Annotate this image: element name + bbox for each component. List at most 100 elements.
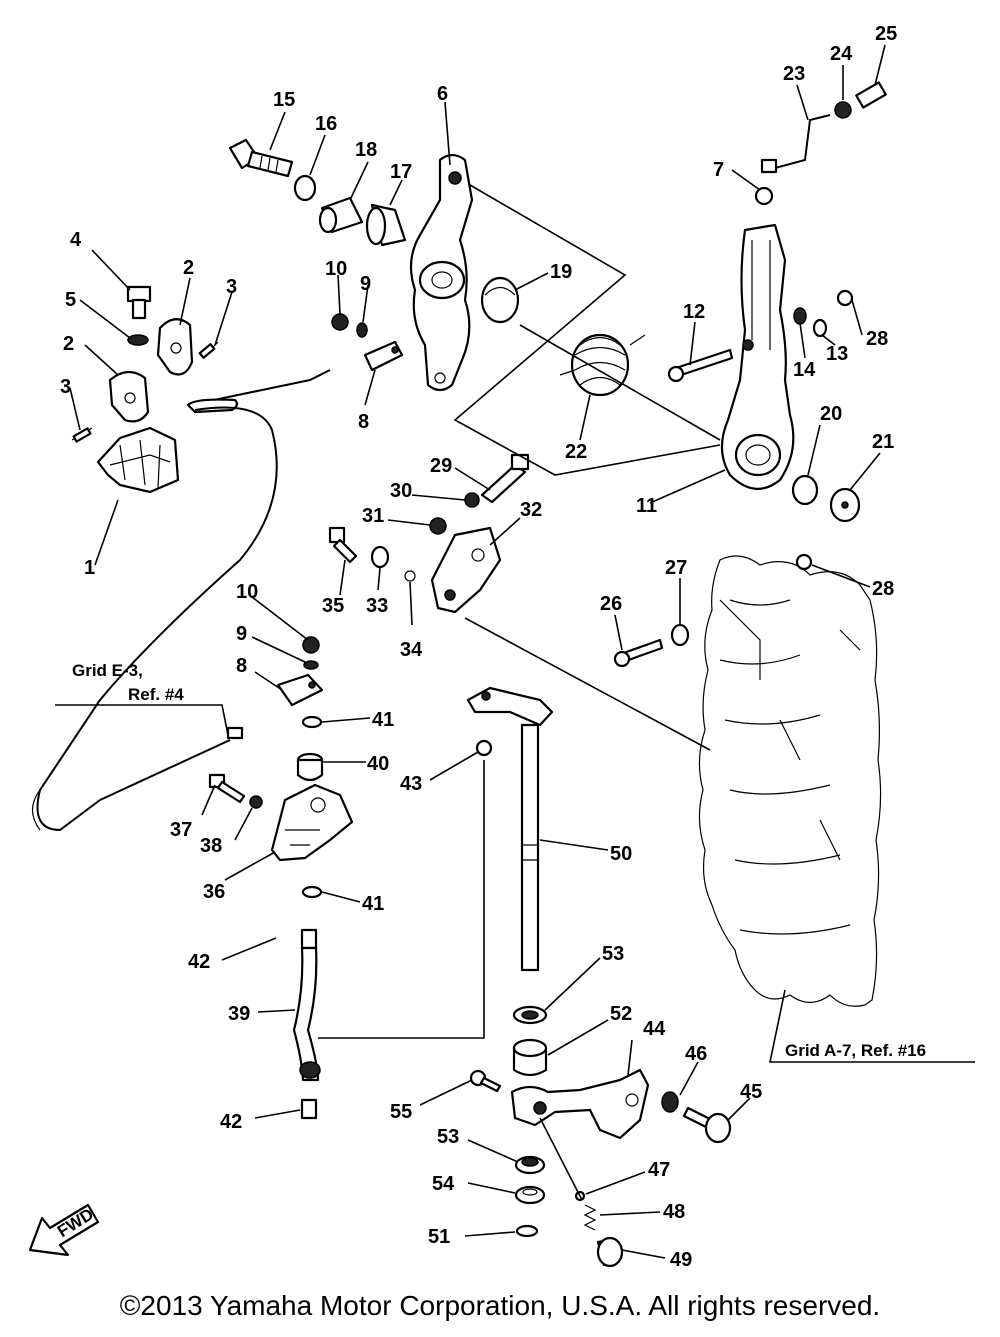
part-38-washer bbox=[249, 795, 263, 809]
part-40-collar bbox=[296, 752, 324, 782]
callout-11: 11 bbox=[636, 495, 657, 517]
callout-20: 20 bbox=[820, 403, 842, 425]
callout-12: 12 bbox=[683, 301, 705, 323]
part-4-bolt bbox=[126, 285, 152, 320]
callout-6: 6 bbox=[437, 83, 448, 105]
part-15-bolt bbox=[228, 138, 294, 178]
part-5-washer bbox=[127, 334, 149, 346]
callout-44: 44 bbox=[643, 1018, 666, 1040]
callout-41a: 41 bbox=[372, 709, 394, 731]
part-46-washer bbox=[661, 1091, 679, 1113]
part-37-bolt bbox=[208, 773, 246, 804]
callout-3b: 3 bbox=[60, 376, 71, 398]
part-14-washer bbox=[793, 307, 807, 325]
part-1-cable-bracket bbox=[96, 426, 180, 494]
part-34-spring bbox=[404, 570, 416, 582]
part-31-nut bbox=[429, 517, 447, 535]
callout-23: 23 bbox=[783, 63, 805, 85]
callout-54: 54 bbox=[432, 1173, 455, 1195]
callout-41b: 41 bbox=[362, 893, 384, 915]
part-6-throttle-lever bbox=[409, 153, 474, 392]
callout-13: 13 bbox=[826, 343, 848, 365]
callout-38: 38 bbox=[200, 835, 222, 857]
callout-18: 18 bbox=[355, 139, 377, 161]
callout-46: 46 bbox=[685, 1043, 707, 1065]
part-52-collar bbox=[512, 1038, 548, 1077]
part-18-sleeve bbox=[318, 196, 364, 234]
callout-28b: 28 bbox=[872, 578, 894, 600]
part-48-spring bbox=[583, 1204, 597, 1231]
part-45-bolt bbox=[682, 1106, 732, 1144]
callout-42a: 42 bbox=[188, 951, 210, 973]
callout-24: 24 bbox=[830, 43, 853, 65]
callout-53a: 53 bbox=[602, 943, 624, 965]
callout-37: 37 bbox=[170, 819, 192, 841]
part-53-bushing-lower bbox=[514, 1155, 546, 1175]
part-30-nut bbox=[464, 492, 480, 508]
callout-7: 7 bbox=[713, 159, 724, 181]
part-20-washer bbox=[791, 474, 819, 506]
callout-8a: 8 bbox=[358, 411, 369, 433]
callout-53b: 53 bbox=[437, 1126, 459, 1148]
callout-19: 19 bbox=[550, 261, 572, 283]
callout-50: 50 bbox=[610, 843, 632, 865]
callout-36: 36 bbox=[203, 881, 225, 903]
part-25-joint bbox=[855, 81, 887, 109]
copyright-notice: ©2013 Yamaha Motor Corporation, U.S.A. A… bbox=[119, 1290, 881, 1321]
part-28-nut-lower bbox=[795, 553, 813, 571]
part-24-nut bbox=[834, 101, 852, 119]
callout-30: 30 bbox=[390, 480, 412, 502]
engine-block-outline bbox=[698, 555, 882, 1007]
callout-29: 29 bbox=[430, 455, 452, 477]
part-50-shaft bbox=[466, 686, 554, 972]
callout-32: 32 bbox=[520, 499, 542, 521]
part-33-collar bbox=[370, 545, 390, 569]
part-36-arm bbox=[270, 783, 354, 862]
part-51-ring bbox=[515, 1224, 539, 1238]
callout-48: 48 bbox=[663, 1201, 685, 1223]
callout-39: 39 bbox=[228, 1003, 250, 1025]
part-29-rod-end bbox=[480, 453, 530, 504]
part-12-bolt bbox=[667, 348, 734, 383]
callout-5: 5 bbox=[65, 289, 76, 311]
part-16-washer bbox=[293, 174, 317, 202]
part-23-link-rod bbox=[760, 114, 831, 174]
part-53-bushing-upper bbox=[512, 1005, 548, 1025]
part-19-cap bbox=[480, 276, 520, 324]
callout-40: 40 bbox=[367, 753, 389, 775]
part-54-collar bbox=[514, 1185, 546, 1205]
fwd-arrow-icon: FWD bbox=[28, 1203, 100, 1257]
callout-26: 26 bbox=[600, 593, 622, 615]
leader-lines bbox=[55, 44, 975, 1259]
ref-grid-a7: Grid A-7, Ref. #16 bbox=[785, 1041, 926, 1060]
callout-52: 52 bbox=[610, 1003, 632, 1025]
callout-15: 15 bbox=[273, 89, 295, 111]
callout-2a: 2 bbox=[183, 257, 194, 279]
callout-42b: 42 bbox=[220, 1111, 242, 1133]
callout-2b: 2 bbox=[63, 333, 74, 355]
callout-25: 25 bbox=[875, 23, 897, 45]
part-49-screw bbox=[596, 1236, 624, 1268]
callout-9b: 9 bbox=[236, 623, 247, 645]
part-8-link-upper bbox=[363, 340, 404, 372]
part-10-nut-upper bbox=[331, 313, 349, 331]
part-28-nut-upper bbox=[836, 289, 854, 307]
part-32-arm bbox=[430, 526, 502, 614]
part-2-cable-clamp-lower bbox=[108, 370, 150, 423]
part-7-nut bbox=[754, 186, 774, 206]
part-11-throttle-arm bbox=[720, 223, 795, 490]
callout-35: 35 bbox=[322, 595, 344, 617]
callout-22: 22 bbox=[565, 441, 587, 463]
callout-33: 33 bbox=[366, 595, 388, 617]
part-13-washer bbox=[812, 318, 828, 338]
callout-4: 4 bbox=[70, 229, 82, 251]
part-41-washer-lower bbox=[301, 885, 323, 899]
ref-grid-e3-line2: Ref. #4 bbox=[128, 685, 184, 704]
part-17-collar bbox=[365, 203, 407, 247]
callout-21: 21 bbox=[872, 431, 894, 453]
callout-9a: 9 bbox=[360, 273, 371, 295]
part-3-pin-lower bbox=[71, 427, 93, 443]
part-9-washer-upper bbox=[356, 322, 368, 338]
part-26-bolt bbox=[613, 638, 664, 668]
part-55-screw bbox=[469, 1069, 502, 1093]
